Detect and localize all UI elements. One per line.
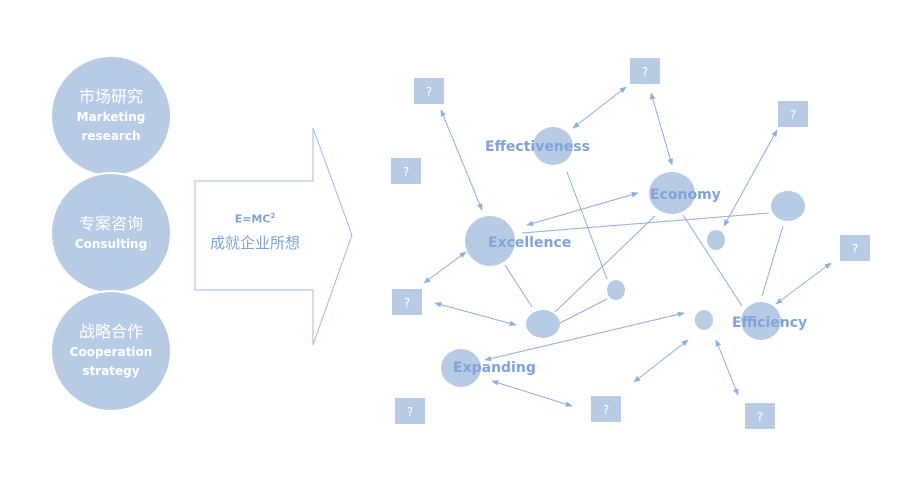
arrow-text: E=MC2 成就企业所想 — [200, 212, 310, 253]
label-economy: Economy — [650, 187, 721, 203]
label-efficiency: Efficiency — [732, 315, 807, 331]
placeholder-text: ? — [757, 410, 763, 424]
node-expanding — [441, 349, 481, 387]
formula-base: E=MC — [234, 212, 271, 226]
slogan: 成就企业所想 — [209, 233, 300, 252]
placeholder-box: ? — [778, 101, 808, 127]
node-small — [695, 310, 713, 330]
placeholder-box: ? — [840, 235, 870, 261]
placeholder-text: ? — [790, 108, 796, 122]
placeholder-box: ? — [395, 398, 425, 424]
placeholder-text: ? — [403, 165, 409, 179]
placeholder-box: ? — [414, 78, 444, 104]
placeholder-box: ? — [630, 58, 660, 84]
circle-marketing-research: 市场研究 Marketing research — [50, 55, 172, 177]
node-economy — [649, 172, 695, 214]
placeholder-text: ? — [407, 405, 413, 419]
node-efficiency — [741, 302, 781, 340]
circle-title-en: Consulting — [74, 236, 148, 251]
double-arrows — [423, 86, 832, 407]
circle-title-en: Marketing — [76, 110, 146, 124]
node-effectiveness — [533, 127, 573, 165]
circle-cooperation-strategy: 战略合作 Cooperation strategy — [50, 290, 172, 412]
nodes — [441, 127, 805, 387]
placeholder-text: ? — [426, 85, 432, 99]
circle-title-en: research — [81, 129, 141, 143]
node-small — [607, 280, 625, 300]
label-excellence: Excellence — [488, 235, 571, 251]
label-effectiveness: Effectiveness — [485, 139, 590, 155]
circle-title-en: Cooperation — [69, 345, 153, 359]
circle-title-zh: 市场研究 — [78, 87, 143, 106]
node-unnamed — [526, 310, 560, 338]
placeholder-boxes: ? ? ? ? ? ? ? ? ? — [391, 58, 870, 429]
node-small — [707, 230, 725, 250]
placeholder-text: ? — [603, 403, 609, 417]
formula: E=MC2 — [200, 212, 310, 226]
circle-title-zh: 战略合作 — [78, 322, 143, 341]
placeholder-box: ? — [591, 396, 621, 422]
placeholder-box: ? — [392, 289, 422, 315]
circle-consulting: 专案咨询 Consulting — [50, 172, 172, 294]
formula-exponent: 2 — [270, 212, 276, 220]
placeholder-box: ? — [391, 158, 421, 184]
circle-title-zh: 专案咨询 — [78, 213, 143, 233]
placeholder-text: ? — [404, 296, 410, 310]
label-expanding: Expanding — [453, 360, 536, 376]
circle-title-en: strategy — [82, 364, 140, 378]
placeholder-text: ? — [642, 65, 648, 79]
node-excellence — [465, 216, 515, 266]
placeholder-box: ? — [745, 403, 775, 429]
node-unnamed — [771, 191, 805, 221]
placeholder-text: ? — [852, 242, 858, 256]
